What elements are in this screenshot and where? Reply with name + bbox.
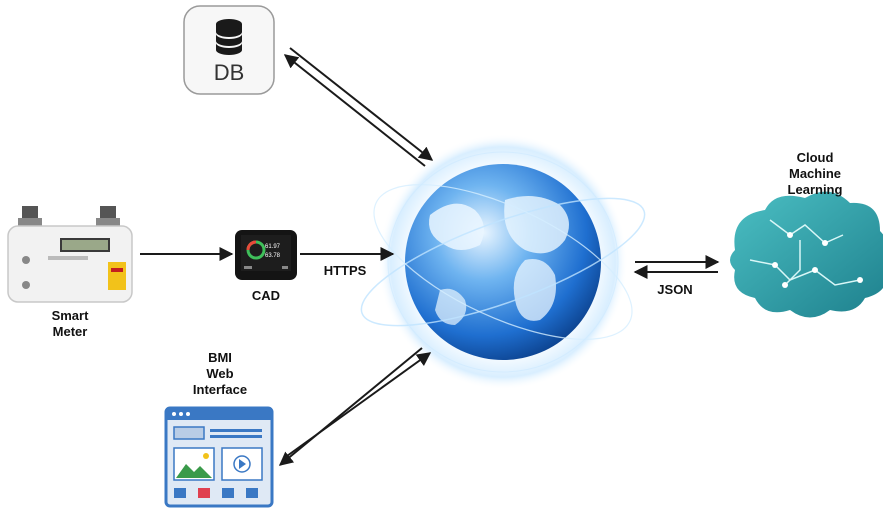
cloud-ml-label: Cloud Machine Learning (770, 150, 860, 198)
internet-globe-icon (360, 134, 646, 390)
cloud-ml-label-line1: Cloud (796, 150, 834, 165)
cloud-ml-label-line2: Machine (788, 166, 841, 181)
bmi-label-line3: Interface (192, 382, 248, 397)
bmi-label-line1: BMI (208, 350, 232, 365)
web-interface-icon (164, 406, 274, 508)
database-icon (216, 19, 242, 55)
cloud-ml-label-line3: Learning (787, 182, 843, 197)
smart-meter-label-line1: Smart (51, 308, 89, 323)
cad-device-icon: 61.97 63.78 (235, 230, 297, 280)
db-label: DB (214, 60, 245, 85)
https-edge-label: HTTPS (323, 263, 367, 278)
cad-label: CAD (251, 288, 281, 303)
bmi-label-line2: Web (206, 366, 234, 381)
smart-meter-label: Smart Meter (35, 308, 105, 340)
db-node: DB (183, 5, 275, 95)
arrows (140, 47, 720, 466)
json-edge-label: JSON (657, 282, 693, 297)
arrow-db-to-internet (289, 47, 434, 161)
brain-icon (730, 191, 883, 318)
smart-meter-label-line2: Meter (52, 324, 88, 339)
bmi-label: BMI Web Interface (180, 350, 260, 398)
cad-screen-value-1: 61.97 (265, 244, 281, 250)
cad-screen-value-2: 63.78 (265, 253, 281, 259)
arrow-internet-to-bmi (278, 347, 423, 466)
smart-meter-icon (7, 206, 133, 303)
arrow-internet-to-db (283, 54, 426, 167)
